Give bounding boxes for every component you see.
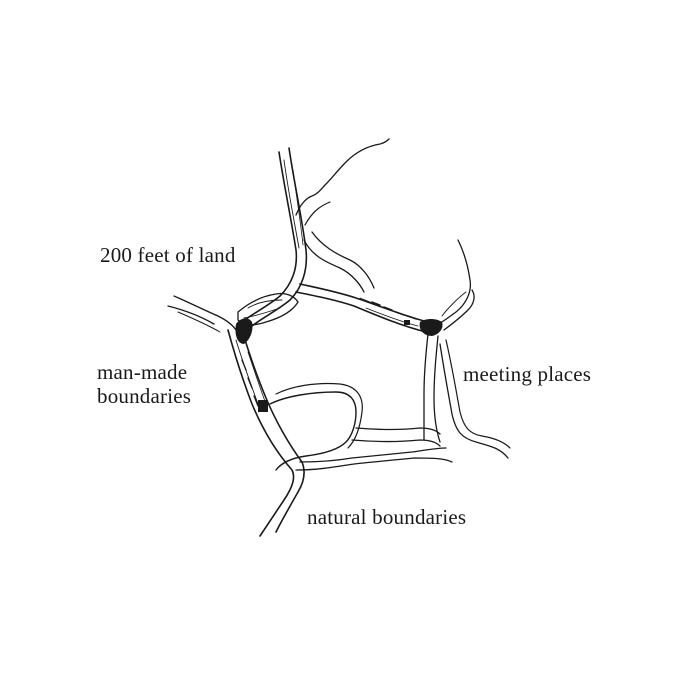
north-stream bbox=[295, 138, 390, 226]
middle-cross-road bbox=[295, 427, 453, 471]
west-branch bbox=[167, 295, 237, 333]
label-natural-boundaries: natural boundaries bbox=[307, 505, 467, 529]
northeast-branch bbox=[435, 239, 475, 331]
east-south-road bbox=[423, 333, 511, 459]
west-road-strip bbox=[227, 329, 305, 537]
meeting-place-marks bbox=[235, 318, 443, 412]
label-man-made-boundaries: man-made boundaries bbox=[97, 360, 191, 408]
label-meeting-places: meeting places bbox=[463, 362, 592, 386]
west-junction bbox=[237, 292, 299, 326]
inner-plot bbox=[269, 382, 363, 471]
north-connector bbox=[303, 231, 375, 293]
north-road-strip bbox=[241, 147, 308, 327]
east-road-strip bbox=[295, 283, 429, 333]
label-man-made-line2: boundaries bbox=[97, 384, 192, 408]
label-man-made-line1: man-made bbox=[97, 360, 188, 384]
label-land: 200 feet of land bbox=[100, 243, 236, 267]
